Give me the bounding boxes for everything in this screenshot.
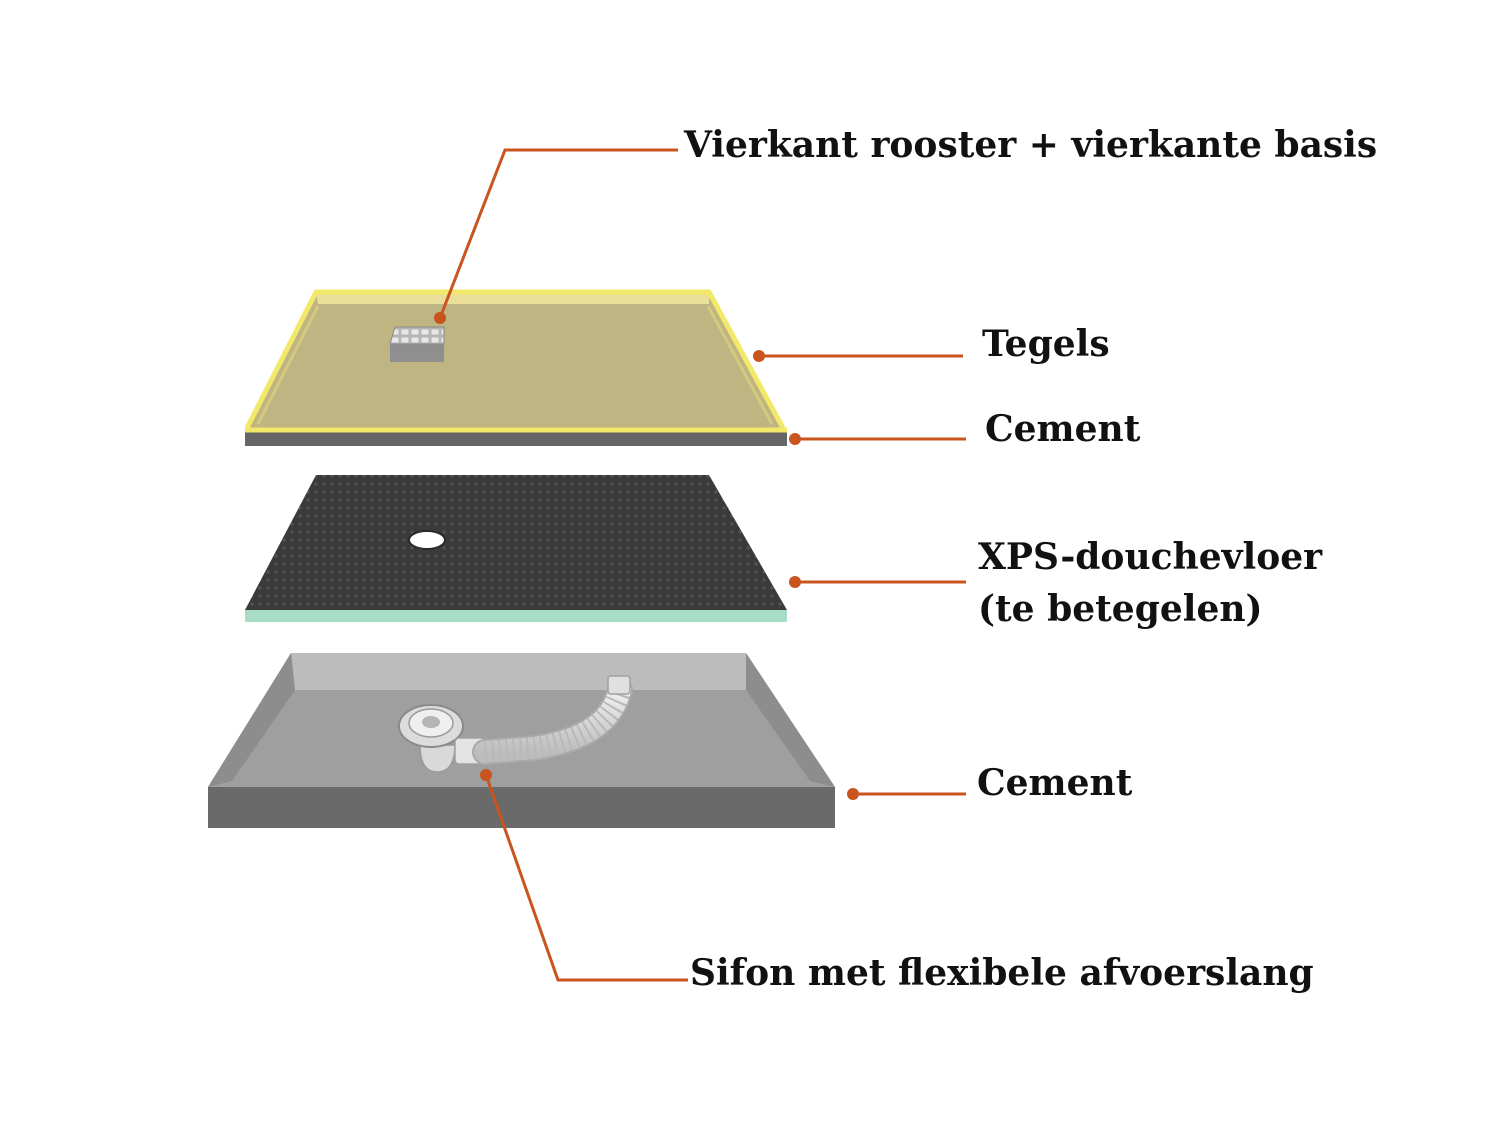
label-grate: Vierkant rooster + vierkante basis	[684, 124, 1378, 166]
dot-tiles	[753, 350, 765, 362]
label-cement-top: Cement	[985, 408, 1141, 450]
tile-inner-right	[706, 305, 774, 425]
square-grate-icon	[389, 326, 445, 362]
leader-sifon	[484, 774, 688, 982]
leader-dots	[434, 312, 859, 800]
tile-back-wall	[316, 292, 709, 304]
tile-cement-base	[245, 432, 787, 446]
dot-grate	[434, 312, 446, 324]
tray-layer	[208, 653, 835, 828]
label-tiles: Tegels	[982, 323, 1110, 365]
leader-lines	[438, 148, 966, 982]
dot-cement-top	[789, 433, 801, 445]
sifon-icon	[398, 675, 633, 773]
tile-rim	[244, 289, 786, 430]
xps-layer	[245, 475, 787, 622]
tile-surface	[247, 292, 783, 428]
tile-inner-left	[256, 305, 320, 425]
tray-right-wall	[746, 653, 835, 787]
tray-back-wall	[291, 653, 746, 690]
label-sifon: Sifon met flexibele afvoerslang	[690, 952, 1314, 994]
drain-hole-icon	[408, 530, 446, 550]
dot-sifon	[480, 769, 492, 781]
leader-grate	[438, 148, 678, 319]
xps-board	[245, 475, 787, 610]
tile-layer	[244, 289, 787, 446]
tray-front-wall	[208, 787, 835, 828]
dot-xps	[789, 576, 801, 588]
label-xps-line2: (te betegelen)	[978, 588, 1263, 630]
dot-cement-bottom	[847, 788, 859, 800]
label-cement-bottom: Cement	[977, 762, 1133, 804]
xps-foam-edge	[245, 610, 787, 622]
tray-left-wall	[208, 653, 295, 787]
label-xps-line1: XPS-douchevloer	[978, 536, 1323, 578]
